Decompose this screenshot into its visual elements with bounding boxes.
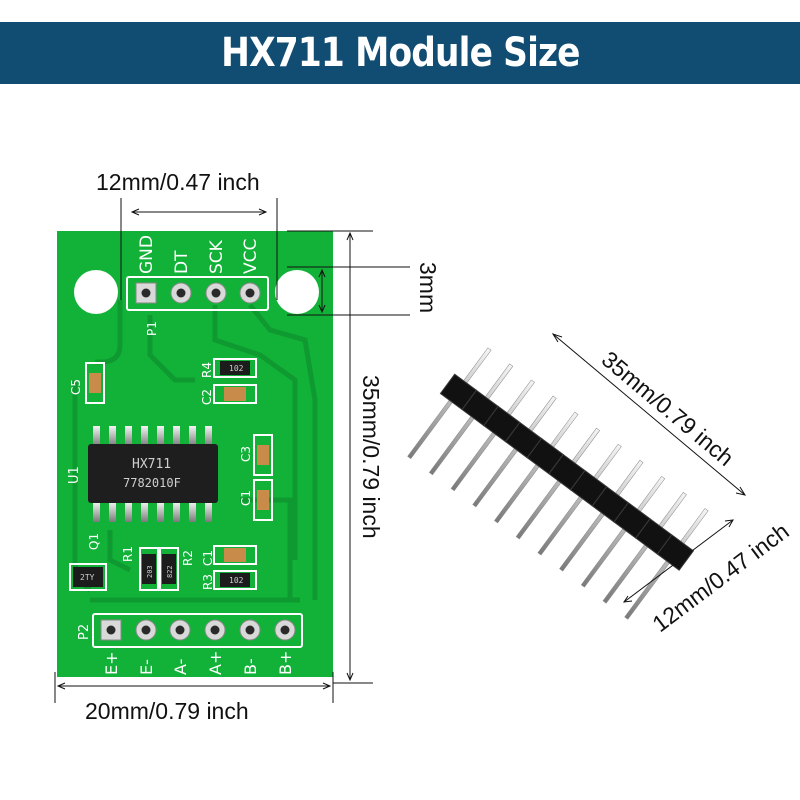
mounting-hole-left <box>74 270 118 314</box>
p1-label: P1 <box>145 321 159 336</box>
pin-label-sck: SCK <box>207 239 227 274</box>
dim-width: 20mm/0.79 inch <box>85 698 249 724</box>
r1-resistor <box>142 554 156 584</box>
c1-label: C1 <box>239 490 253 506</box>
q1-marking: 2TY <box>80 573 95 582</box>
r2-resistor <box>162 554 176 584</box>
dim-header-length: 35mm/0.79 inch <box>597 346 739 471</box>
pad-hole <box>211 288 221 298</box>
q1-label: Q1 <box>87 533 101 550</box>
header-pins <box>407 347 709 620</box>
dim-pin-span: 12mm/0.47 inch <box>96 169 260 195</box>
r1-label: R1 <box>121 546 135 562</box>
p1-pads <box>135 282 261 304</box>
p2-pads <box>100 619 296 641</box>
pin-label-a-minus: A- <box>171 659 190 675</box>
chip-marking-line1: HX711 <box>132 457 171 472</box>
chip-marking-line2: 7782010F <box>123 476 181 490</box>
pin-label-dt: DT <box>172 250 192 274</box>
mounting-hole-right <box>275 270 319 314</box>
pad-hole <box>141 288 151 298</box>
pin-label-b-plus: B+ <box>276 651 295 675</box>
pin-label-gnd: GND <box>137 235 157 274</box>
c2-label: C2 <box>200 389 214 405</box>
dim-hole: 3mm <box>415 262 441 313</box>
r3-marking: 102 <box>229 576 244 585</box>
c1-lower-outline <box>213 545 257 565</box>
title-banner: HX711 Module Size <box>0 22 800 84</box>
pad-hole <box>175 625 185 635</box>
r1-marking: 203 <box>146 565 154 578</box>
q1-transistor <box>73 567 103 587</box>
r4-marking: 102 <box>229 364 244 373</box>
pin-label-e-plus: E+ <box>102 651 121 675</box>
pin-label-vcc: VCC <box>241 239 261 274</box>
pad-hole <box>106 625 116 635</box>
page-title: HX711 Module Size <box>220 30 580 76</box>
pad-hole <box>141 625 151 635</box>
pad-hole <box>280 625 290 635</box>
r2-outline <box>159 547 179 591</box>
board-dimension-lines <box>54 198 410 703</box>
pin-label-e-minus: E- <box>137 659 156 675</box>
p1-outline <box>126 276 269 311</box>
c1-capacitor <box>257 490 269 510</box>
r4-outline <box>213 358 257 378</box>
pin-header <box>407 347 709 620</box>
header-dimension-lines <box>551 333 747 603</box>
c1-lower-label: C1 <box>201 550 215 566</box>
c2-outline <box>213 384 257 404</box>
p2-outline <box>92 613 303 648</box>
pin-label-a-plus: A+ <box>206 651 225 675</box>
r2-label: R2 <box>181 550 195 566</box>
r3-label: R3 <box>201 574 215 590</box>
header-plastic-blocks <box>439 373 695 571</box>
c1-lower-capacitor <box>224 548 246 562</box>
hx711-chip <box>88 444 218 503</box>
hx711-board: P1 GND DT SCK VCC C5 102 R4 C2 C3 C1 U1 <box>57 231 333 677</box>
pad-hole <box>176 288 186 298</box>
u1-label: U1 <box>67 466 82 484</box>
r1-outline <box>139 547 159 591</box>
chip-leads <box>93 426 212 522</box>
pad-hole <box>245 288 255 298</box>
pad-hole <box>245 625 255 635</box>
r4-label: R4 <box>200 362 214 378</box>
r3-resistor <box>220 573 250 587</box>
c5-capacitor <box>89 373 101 393</box>
pin-label-b-minus: B- <box>241 658 260 675</box>
r4-resistor <box>220 361 250 375</box>
pad-hole <box>210 625 220 635</box>
dim-length: 35mm/0.79 inch <box>358 375 384 539</box>
r3-outline <box>213 570 257 590</box>
p2-label: P2 <box>77 624 92 640</box>
q1-outline <box>69 563 107 591</box>
c3-label: C3 <box>239 446 253 462</box>
c1-outline <box>253 479 273 521</box>
c3-capacitor <box>257 445 269 465</box>
c2-capacitor <box>224 387 246 401</box>
r2-marking: 822 <box>166 565 174 578</box>
c3-outline <box>253 434 273 476</box>
c5-outline <box>85 362 105 404</box>
c5-label: C5 <box>69 379 83 395</box>
